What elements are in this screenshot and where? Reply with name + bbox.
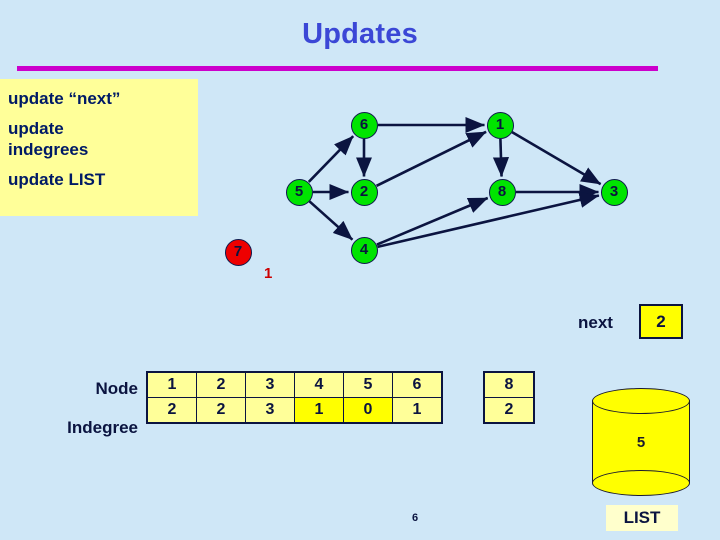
table-cell-node-2[interactable]: 2 [196,371,246,398]
graph-edge-1-to-8 [492,138,510,178]
table-cell-indegree-5[interactable]: 0 [343,397,393,424]
graph-edge-1-to-3 [511,130,602,186]
graph-node-8[interactable]: 8 [488,178,516,206]
graph-edges-layer [307,116,602,249]
next-pointer-label: next [578,313,613,332]
graph-edge-2-to-1 [375,130,487,187]
graph-node-3[interactable]: 3 [600,178,628,206]
list-value: 5 [636,434,646,451]
graph-edge-5-to-6 [307,135,355,183]
table-cell-node-4[interactable]: 4 [294,371,344,398]
dependency-graph: 6 1 5 2 8 3 7 4 1 [224,111,628,282]
graph-node-6[interactable]: 6 [350,111,378,139]
table-cell-indegree-6[interactable]: 1 [392,397,443,424]
notes-line-3: indegrees [8,140,89,159]
graph-node-tag: 1 [264,265,273,282]
table-cell-node-6[interactable]: 6 [392,371,443,398]
table-cell-node-8[interactable]: 8 [483,371,535,398]
graph-edge-4-to-3 [377,191,600,249]
cylinder-top-ellipse [592,388,690,414]
notes-line-2: update [8,119,64,138]
table-row-label-node: Node [95,379,139,398]
table-cell-indegree-1[interactable]: 2 [146,397,197,424]
list-label: LIST [606,505,678,531]
title-divider [17,66,658,71]
table-cell-indegree-3[interactable]: 3 [245,397,295,424]
cylinder-bottom-ellipse [592,470,690,496]
table-cell-node-1[interactable]: 1 [146,371,197,398]
graph-node-4[interactable]: 4 [350,236,378,264]
indegree-table-aux: 8 2 [483,371,535,424]
graph-node-2[interactable]: 2 [350,178,378,206]
page-title: Updates [302,18,418,50]
table-row-label-indegree: Indegree [67,418,138,437]
graph-node-1[interactable]: 1 [486,111,514,139]
notes-line-4: update LIST [8,170,106,189]
graph-edge-5-to-4 [308,200,354,241]
table-cell-indegree-4[interactable]: 1 [294,397,344,424]
table-row-indegree: 2 [483,397,535,424]
table-cell-node-3[interactable]: 3 [245,371,295,398]
list-cylinder[interactable]: 5 [592,388,690,496]
notes-box: update “next” update indegrees update LI… [0,79,198,216]
table-cell-indegree-8[interactable]: 2 [483,397,535,424]
next-pointer-value[interactable]: 2 [639,304,683,339]
graph-node-5[interactable]: 5 [285,178,313,206]
page-number: 6 [411,512,419,524]
notes-line-1: update “next” [8,89,121,108]
table-cell-indegree-2[interactable]: 2 [196,397,246,424]
graph-node-7[interactable]: 7 [224,238,252,266]
table-row-node: 8 [483,371,535,398]
table-cell-node-5[interactable]: 5 [343,371,393,398]
graph-edge-4-to-8 [376,196,489,246]
